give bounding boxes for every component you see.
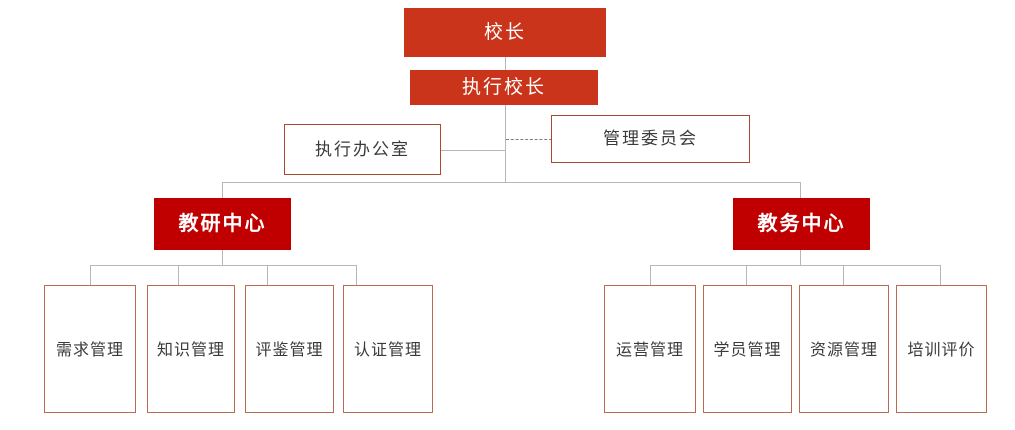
connector-drop-left-center (222, 182, 223, 198)
node-management-committee[interactable]: 管理委员会 (551, 115, 750, 163)
connector-left-leaf-drop-2 (178, 265, 179, 285)
connector-right-leaf-drop-2 (746, 265, 747, 285)
connector-executive-office-stub (441, 150, 506, 151)
node-executive-principal[interactable]: 执行校长 (410, 70, 598, 105)
connector-drop-right-center (800, 182, 801, 198)
connector-center-bar (222, 182, 800, 183)
connector-left-leaf-drop-1 (90, 265, 91, 285)
connector-principal-to-executive (505, 57, 506, 71)
connector-left-center-stem (222, 250, 223, 266)
node-teaching-research-center[interactable]: 教研中心 (154, 198, 291, 250)
node-certification-management[interactable]: 认证管理 (343, 285, 433, 413)
node-academic-affairs-center[interactable]: 教务中心 (733, 198, 870, 250)
node-student-management[interactable]: 学员管理 (703, 285, 792, 413)
connector-right-leaf-drop-1 (650, 265, 651, 285)
node-resource-management[interactable]: 资源管理 (799, 285, 889, 413)
connector-left-leaf-drop-4 (356, 265, 357, 285)
connector-right-center-stem (800, 250, 801, 266)
node-knowledge-management[interactable]: 知识管理 (147, 285, 235, 413)
node-operations-management[interactable]: 运营管理 (604, 285, 696, 413)
node-evaluation-management[interactable]: 评鉴管理 (245, 285, 334, 413)
connector-right-leaf-bar (650, 265, 940, 266)
connector-executive-trunk (505, 105, 506, 183)
node-executive-office[interactable]: 执行办公室 (284, 124, 441, 175)
node-training-evaluation[interactable]: 培训评价 (896, 285, 987, 413)
connector-right-leaf-drop-4 (940, 265, 941, 285)
node-principal[interactable]: 校长 (404, 8, 606, 57)
connector-left-leaf-bar (90, 265, 356, 266)
connector-right-leaf-drop-3 (843, 265, 844, 285)
connector-management-committee-dashed (506, 139, 552, 140)
connector-left-leaf-drop-3 (267, 265, 268, 285)
node-requirement-management[interactable]: 需求管理 (44, 285, 136, 413)
